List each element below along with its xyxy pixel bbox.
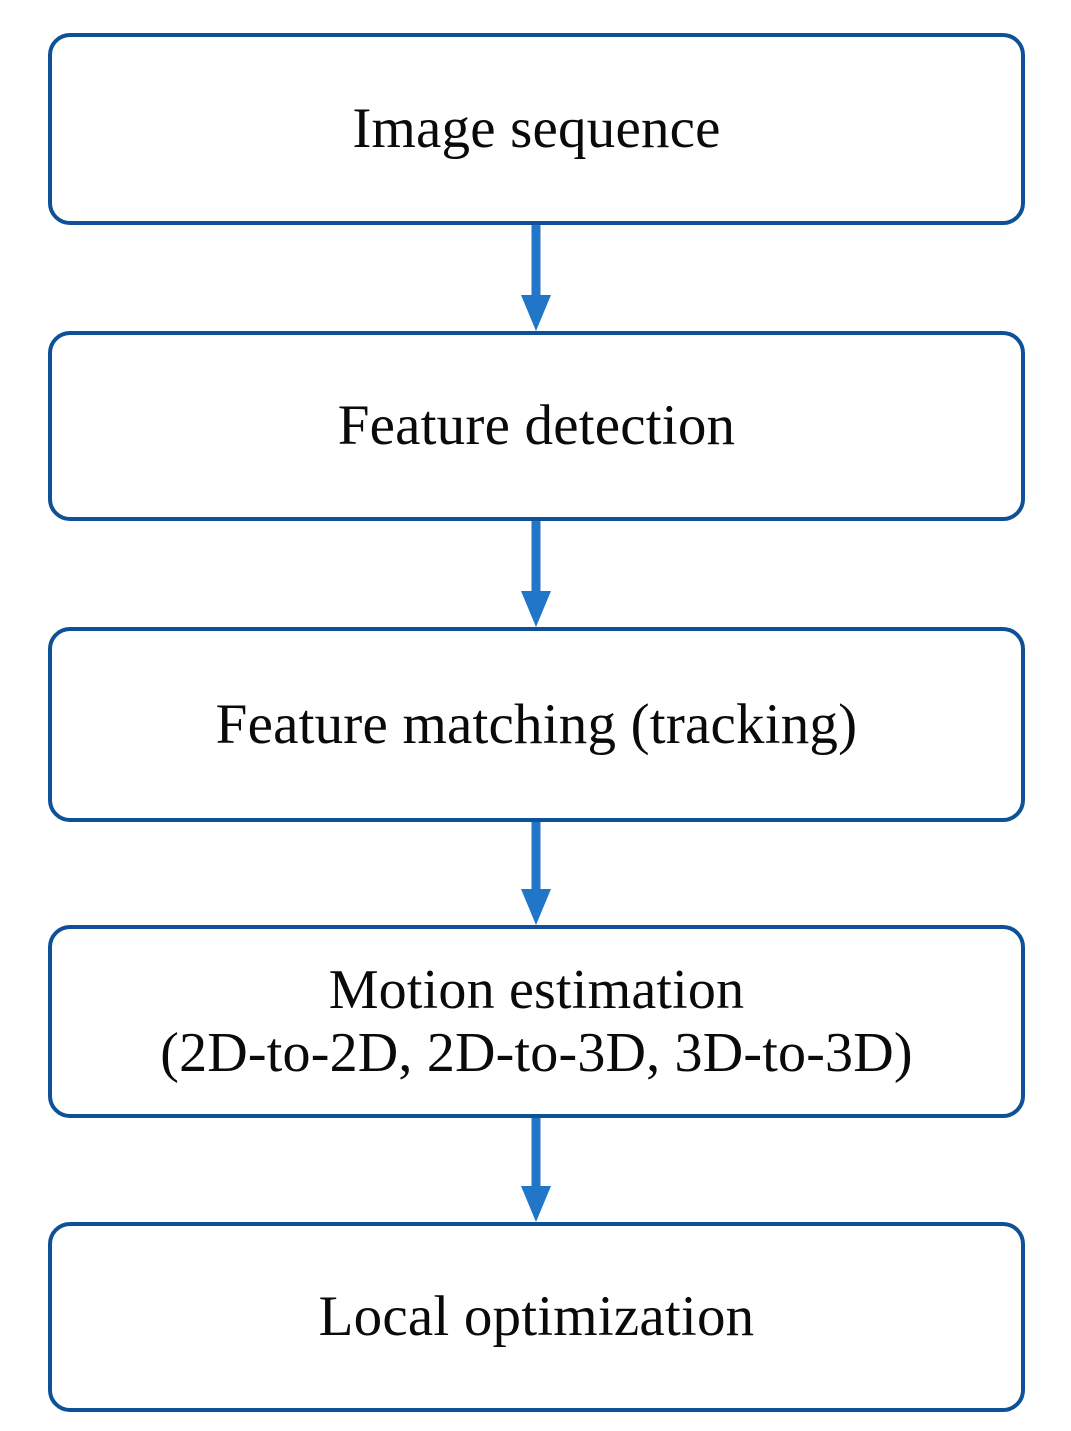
flow-node-local-optimization[interactable]: Local optimization: [48, 1222, 1025, 1412]
flow-connector-4: [0, 1118, 1071, 1222]
flow-node-label: Feature matching (tracking): [215, 692, 858, 756]
flow-connector-2: [0, 521, 1071, 627]
flow-node-feature-detection[interactable]: Feature detection: [48, 331, 1025, 521]
flow-node-motion-estimation[interactable]: Motion estimation (2D-to-2D, 2D-to-3D, 3…: [48, 925, 1025, 1118]
flow-node-feature-matching[interactable]: Feature matching (tracking): [48, 627, 1025, 822]
flow-connector-3: [0, 822, 1071, 925]
flow-node-label: Local optimization: [318, 1285, 755, 1349]
flow-node-label: Motion estimation (2D-to-2D, 2D-to-3D, 3…: [160, 958, 913, 1084]
flow-node-label: Image sequence: [352, 97, 721, 161]
flow-node-image-sequence[interactable]: Image sequence: [48, 33, 1025, 225]
flow-node-label: Feature detection: [337, 394, 736, 458]
flow-connector-1: [0, 225, 1071, 331]
